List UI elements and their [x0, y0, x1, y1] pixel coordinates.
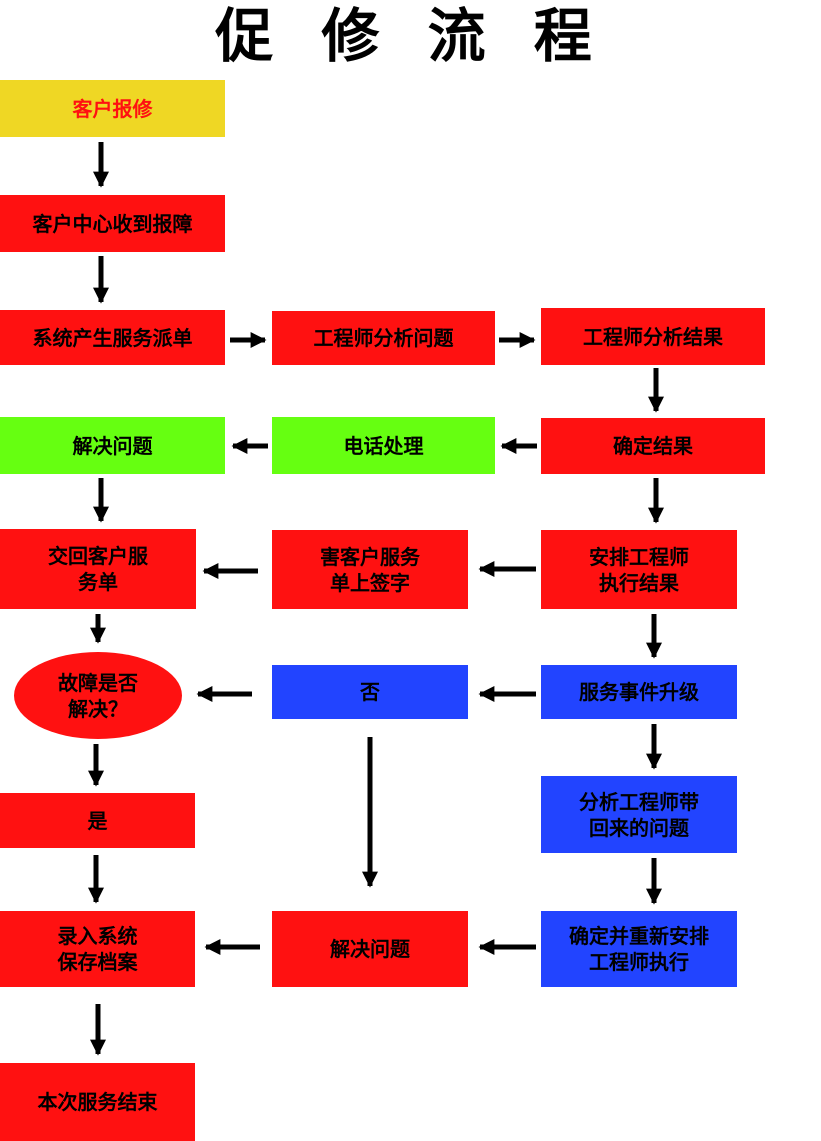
node-system-order: 系统产生服务派单: [0, 310, 225, 365]
node-reassign: 确定并重新安排 工程师执行: [541, 911, 737, 987]
node-analyze-back: 分析工程师带 回来的问题: [541, 776, 737, 853]
node-record: 录入系统 保存档案: [0, 911, 195, 987]
node-arrange-engineer: 安排工程师 执行结果: [541, 530, 737, 609]
node-return-order: 交回客户服 务单: [0, 529, 196, 609]
node-engineer-analyze: 工程师分析问题: [272, 311, 495, 365]
node-customer-report: 客户报修: [0, 80, 225, 137]
flowchart-title: 促 修 流 程: [215, 2, 606, 70]
node-center-receive: 客户中心收到报障: [0, 195, 225, 252]
node-resolved-question: 故障是否 解决？: [14, 652, 182, 739]
node-customer-sign: 害客户服务 单上签字: [272, 530, 468, 609]
node-phone-handle: 电话处理: [272, 417, 495, 474]
node-end: 本次服务结束: [0, 1063, 195, 1141]
node-solve-top: 解决问题: [0, 417, 225, 474]
node-solve-mid: 解决问题: [272, 911, 468, 987]
node-confirm-result: 确定结果: [541, 418, 765, 474]
node-engineer-result: 工程师分析结果: [541, 308, 765, 365]
node-upgrade: 服务事件升级: [541, 665, 737, 719]
node-no: 否: [272, 665, 468, 719]
node-yes: 是: [0, 793, 195, 848]
